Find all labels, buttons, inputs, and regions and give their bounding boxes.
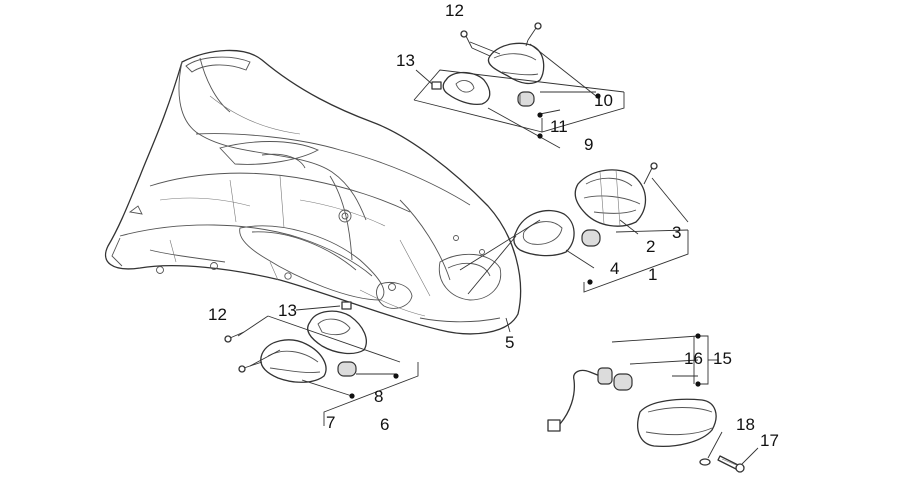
callout-1: 1 xyxy=(648,265,657,284)
socket-bulb xyxy=(597,367,613,385)
callout-6: 6 xyxy=(380,415,389,434)
bulb-8 xyxy=(337,361,357,377)
upper-left-indicator-assembly xyxy=(431,22,545,107)
front-shield-part xyxy=(105,49,522,335)
callout-7: 7 xyxy=(326,413,335,432)
callout-9: 9 xyxy=(584,135,593,154)
indicator-housing-11 xyxy=(442,71,491,106)
callout-12-left: 12 xyxy=(208,305,227,324)
indicator-housing-8 xyxy=(307,310,367,355)
callout-17: 17 xyxy=(760,431,779,450)
indicator-lens-7 xyxy=(260,339,327,383)
wire-harness xyxy=(559,369,601,425)
callout-12-top: 12 xyxy=(445,1,464,20)
callout-18: 18 xyxy=(736,415,755,434)
callout-16: 16 xyxy=(684,349,703,368)
callout-3: 3 xyxy=(672,223,681,242)
bulb-16 xyxy=(613,373,633,391)
callout-11: 11 xyxy=(550,117,568,136)
indicator-lens-10 xyxy=(487,42,545,85)
callout-labels: 12 13 10 11 9 3 2 4 1 12 13 5 8 7 6 16 1… xyxy=(208,1,779,450)
screw-3 xyxy=(643,167,653,185)
rear-light-lens xyxy=(637,398,717,448)
callout-8: 8 xyxy=(374,387,383,406)
bulb-4 xyxy=(581,229,601,247)
indicator-housing-4 xyxy=(513,210,575,257)
callout-13-top: 13 xyxy=(396,51,415,70)
clip-13-left xyxy=(341,301,352,310)
screw-12-left xyxy=(229,331,245,339)
callout-2: 2 xyxy=(646,237,655,256)
callout-13-left: 13 xyxy=(278,301,297,320)
right-indicator-assembly xyxy=(513,162,658,257)
rear-light-assembly xyxy=(547,367,745,473)
callout-5: 5 xyxy=(505,333,514,352)
callout-10: 10 xyxy=(594,91,613,110)
clip-13-top xyxy=(431,81,442,90)
washer-18 xyxy=(699,458,711,466)
callout-15: 15 xyxy=(713,349,732,368)
lower-left-indicator-assembly xyxy=(224,301,367,383)
leader-lines xyxy=(237,41,759,465)
connector-plug xyxy=(547,419,561,432)
callout-4: 4 xyxy=(610,259,619,278)
screw-12-top xyxy=(465,35,473,49)
bulb-11 xyxy=(517,91,535,107)
